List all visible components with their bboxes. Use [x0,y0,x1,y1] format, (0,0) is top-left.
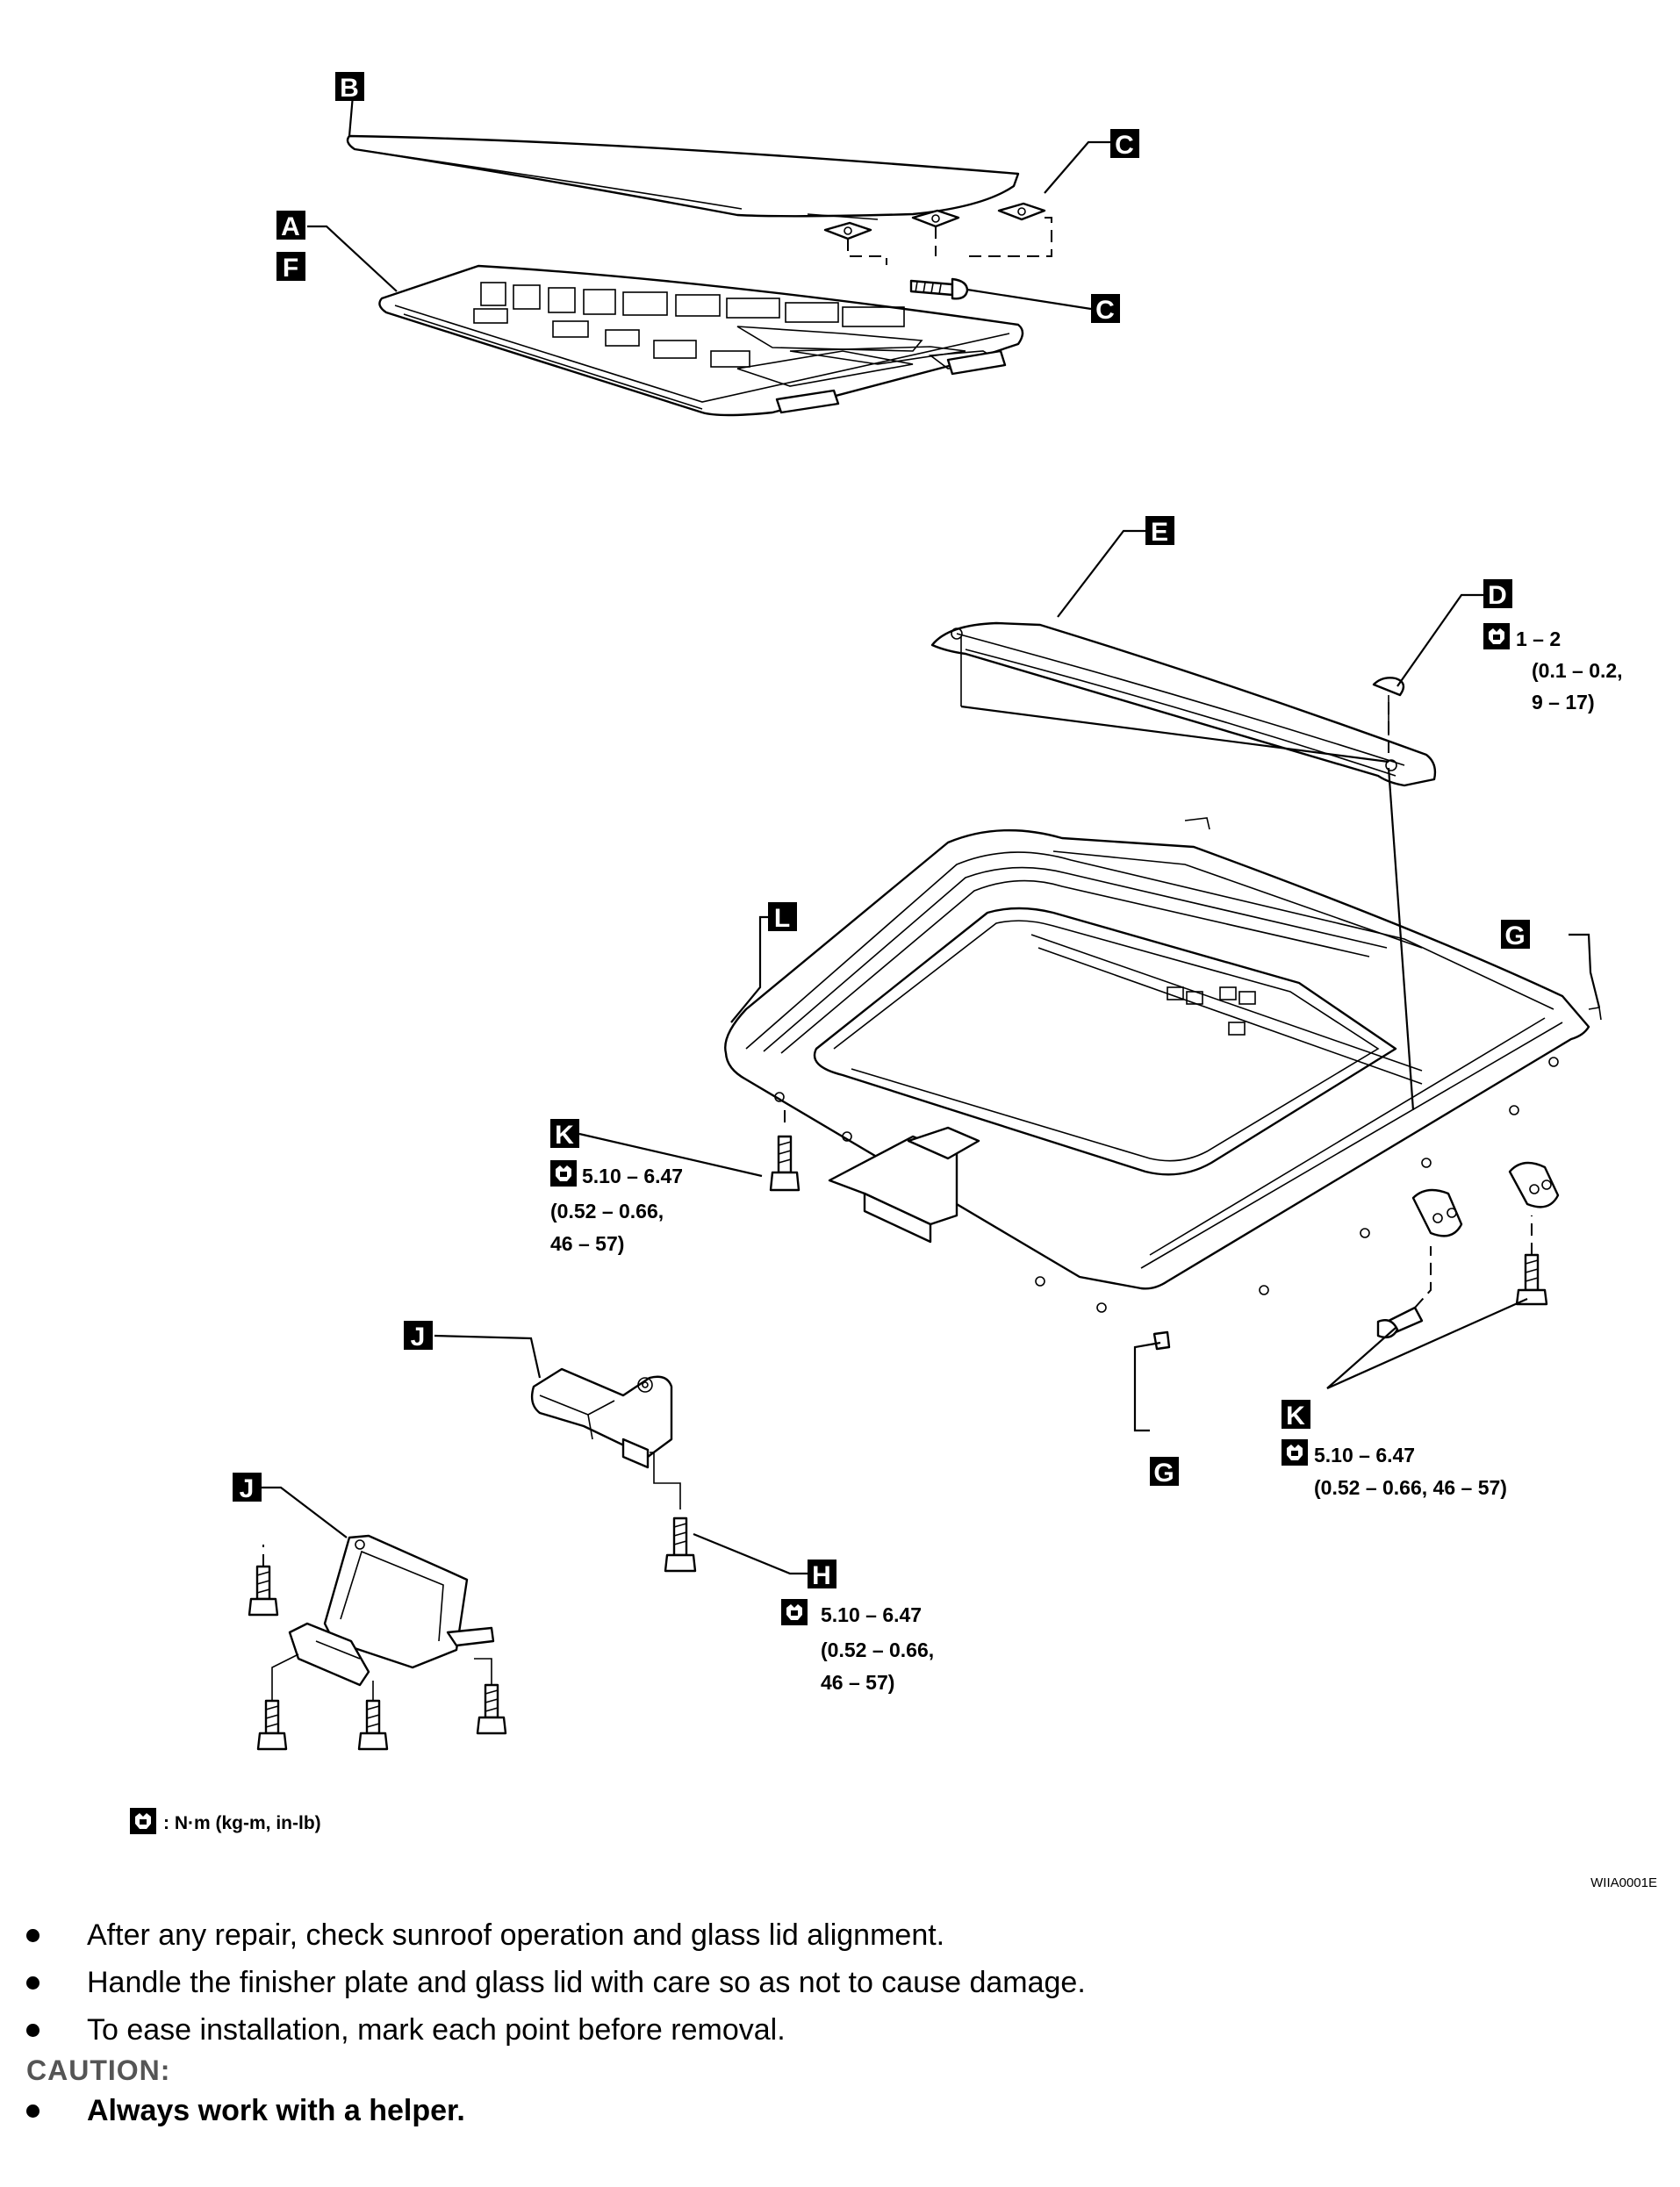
svg-text:5.10 – 6.47: 5.10 – 6.47 [821,1603,922,1626]
frame-bolt-left [769,1110,801,1192]
torque-wrench-icon [130,1808,156,1834]
figure-code: WIIA0001E [1590,1875,1657,1890]
bullet-icon [26,2104,39,2118]
torque-spec-H: 5.10 – 6.47 (0.52 – 0.66, 46 – 57) [821,1603,934,1694]
svg-text:G: G [1153,1459,1174,1488]
motor-bracket [248,1534,507,1751]
svg-text:1 – 2: 1 – 2 [1516,627,1561,650]
deflector-screw [1372,677,1405,762]
caution-text: Always work with a helper. [87,2094,465,2127]
motor-housing [828,1126,980,1244]
torque-wrench-icon [1483,623,1510,649]
bullet-icon [26,2023,39,2037]
lid-clips [823,202,1052,265]
svg-text:C: C [1095,296,1115,325]
torque-wrench-icon [781,1599,808,1625]
svg-text:(0.52 – 0.66,: (0.52 – 0.66, [821,1638,934,1661]
svg-text:K: K [1286,1402,1305,1431]
bullet-icon [26,1975,39,1990]
wind-deflector [930,621,1437,787]
lid-screw [909,277,969,300]
note-item: To ease installation, mark each point be… [26,2012,786,2047]
callout-tag-G-right: G [1501,920,1530,950]
frame-brackets [1376,1161,1560,1339]
bullet-icon [26,1928,39,1942]
sunroof-exploded-diagram: B C A F C E D L G K J K [130,72,1657,1890]
callout-tag-K-right: K [1282,1400,1310,1431]
callout-tag-D: D [1483,579,1512,610]
callout-tag-E: E [1145,516,1174,547]
svg-text:J: J [240,1474,255,1503]
svg-text:9 – 17): 9 – 17) [1532,691,1595,713]
leader-lines [262,83,1601,1575]
svg-text:5.10 – 6.47: 5.10 – 6.47 [582,1165,683,1187]
svg-text:C: C [1115,131,1134,160]
callout-tag-G-lower: G [1150,1457,1179,1488]
svg-text:K: K [555,1121,574,1150]
svg-text:(0.52 – 0.66,: (0.52 – 0.66, [550,1200,664,1223]
svg-text:A: A [281,212,300,241]
glass-lid [346,134,1020,220]
note-text: After any repair, check sunroof operatio… [87,1918,945,1952]
svg-text:G: G [1504,921,1525,950]
callout-tag-C-lower: C [1091,294,1120,325]
torque-wrench-icon [1282,1439,1308,1466]
callout-tag-J-upper: J [404,1321,433,1352]
svg-text:F: F [283,254,298,283]
torque-spec-K-right: 5.10 – 6.47 (0.52 – 0.66, 46 – 57) [1314,1444,1507,1499]
svg-text:H: H [812,1561,831,1590]
svg-text:B: B [340,74,359,103]
note-item: Handle the finisher plate and glass lid … [26,1965,1086,2000]
svg-text:D: D [1488,581,1507,610]
note-text: To ease installation, mark each point be… [87,2013,786,2047]
torque-spec-K-left: 5.10 – 6.47 (0.52 – 0.66, 46 – 57) [550,1165,683,1255]
svg-text:L: L [774,904,790,933]
finisher-plate [378,264,1024,417]
svg-text:J: J [411,1323,426,1352]
callout-tag-H: H [808,1560,836,1590]
svg-text:46 – 57): 46 – 57) [821,1671,894,1694]
svg-text:E: E [1151,518,1168,547]
svg-text:5.10 – 6.47: 5.10 – 6.47 [1314,1444,1415,1466]
callout-tag-L: L [768,902,797,933]
svg-text:46 – 57): 46 – 57) [550,1232,624,1255]
callout-tag-B: B [335,72,364,103]
callout-tag-C-upper: C [1110,129,1139,160]
note-text: Handle the finisher plate and glass lid … [87,1966,1086,1999]
callout-tag-K-left: K [550,1119,579,1150]
callout-tag-A: A [276,211,305,241]
torque-wrench-icon [550,1160,577,1187]
note-item: After any repair, check sunroof operatio… [26,1918,944,1953]
svg-text:(0.1 – 0.2,: (0.1 – 0.2, [1532,659,1623,682]
torque-unit-legend: : N·m (kg-m, in-lb) [163,1813,321,1833]
callout-tag-F: F [276,252,305,283]
svg-text:(0.52 – 0.66, 46 – 57): (0.52 – 0.66, 46 – 57) [1314,1476,1507,1499]
sunroof-frame [724,817,1602,1351]
sunroof-motor [530,1367,697,1573]
caution-item: Always work with a helper. [26,2093,465,2128]
callout-tag-J-lower: J [233,1473,262,1503]
torque-spec-D: 1 – 2 (0.1 – 0.2, 9 – 17) [1516,627,1623,713]
caution-heading: CAUTION: [26,2054,171,2086]
